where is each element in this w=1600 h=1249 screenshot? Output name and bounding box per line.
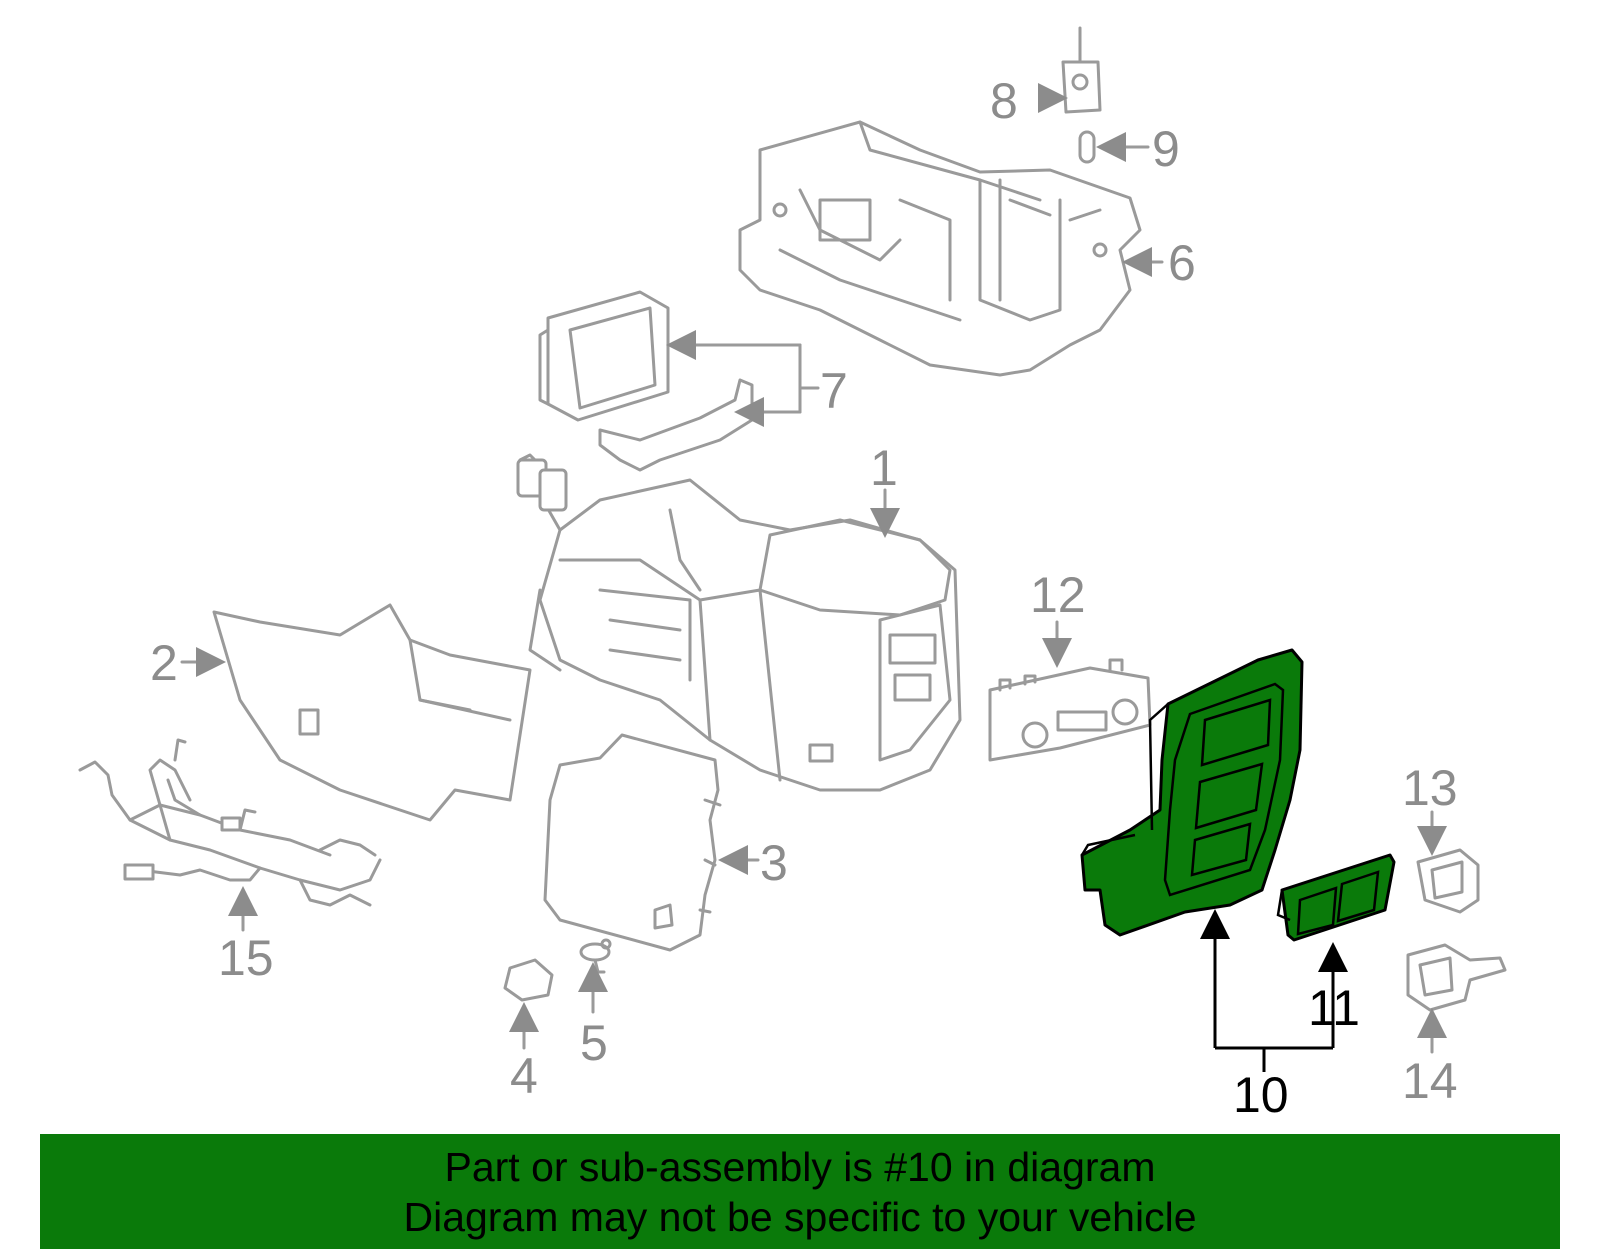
part-15-wiring-harness[interactable]	[78, 738, 382, 907]
callout-3: 3	[760, 835, 788, 891]
banner-line-2: Diagram may not be specific to your vehi…	[403, 1194, 1197, 1240]
callout-6: 6	[1168, 235, 1196, 291]
callout-8: 8	[990, 73, 1018, 129]
banner-line-1: Part or sub-assembly is #10 in diagram	[444, 1144, 1156, 1190]
part-8-bracket[interactable]	[1061, 26, 1102, 114]
black-leaders	[1200, 909, 1348, 1072]
part-10-rear-trim-panel[interactable]	[1080, 648, 1304, 937]
info-banner: Part or sub-assembly is #10 in diagram D…	[40, 1134, 1560, 1249]
part-14-connector[interactable]	[1406, 943, 1507, 1012]
part-4-cap[interactable]	[503, 958, 554, 1002]
gray-leaders	[180, 83, 1447, 1054]
part-7-module[interactable]	[538, 290, 670, 422]
part-13-connector[interactable]	[1416, 848, 1480, 914]
callout-14: 14	[1402, 1053, 1458, 1109]
callout-1: 1	[870, 440, 898, 496]
callout-12: 12	[1030, 567, 1086, 623]
callout-15: 15	[218, 930, 274, 986]
callout-2: 2	[150, 635, 178, 691]
callout-labels: 8 9 6 7 1 2 12 13 3 15 11 5 4 14 10	[150, 73, 1458, 1123]
part-12-control-panel[interactable]	[988, 658, 1152, 762]
part-2-side-panel[interactable]	[212, 603, 532, 822]
callout-13: 13	[1402, 760, 1458, 816]
callout-10: 10	[1233, 1067, 1289, 1123]
part-11-switch-bezel[interactable]	[1276, 853, 1396, 942]
callout-11: 11	[1308, 980, 1360, 1036]
callout-4: 4	[510, 1048, 538, 1104]
callout-5: 5	[580, 1015, 608, 1071]
part-5-push-pin[interactable]	[579, 938, 612, 974]
part-3-side-trim[interactable]	[543, 733, 722, 952]
callout-7: 7	[820, 363, 848, 419]
part-6-console-frame[interactable]	[738, 120, 1142, 377]
callout-9: 9	[1152, 121, 1180, 177]
part-9-clip[interactable]	[1078, 130, 1096, 164]
part-1-console-assembly[interactable]	[516, 453, 962, 792]
